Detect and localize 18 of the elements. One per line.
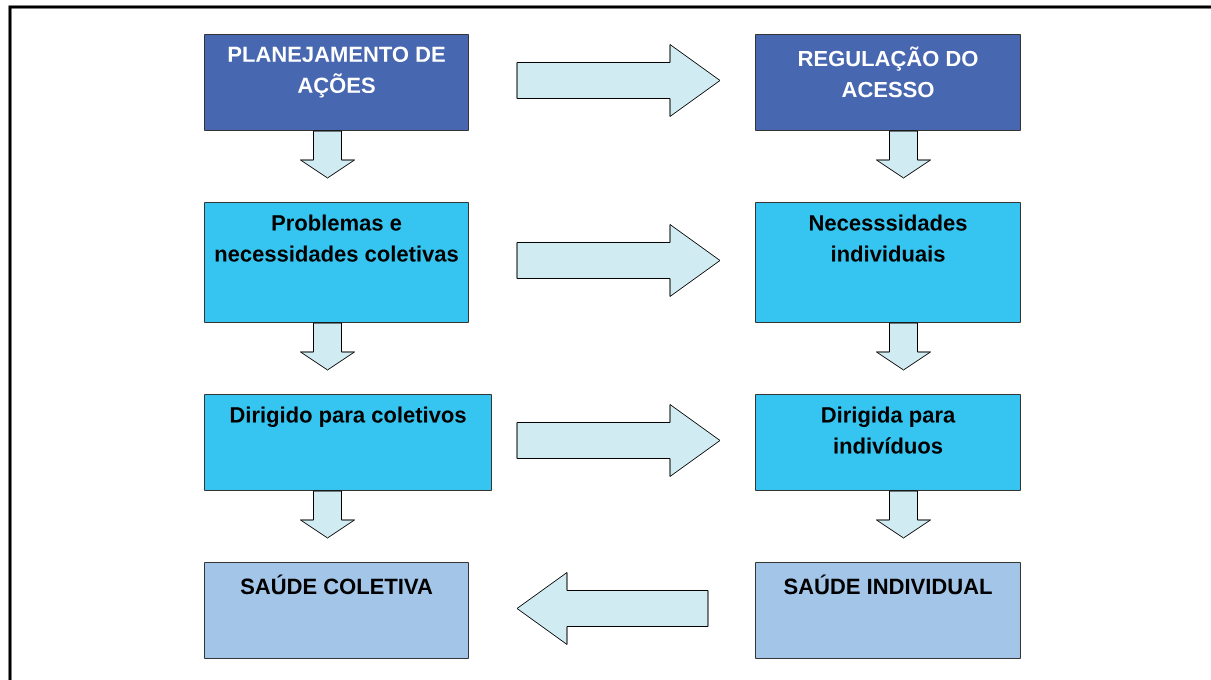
block-arrow xyxy=(516,44,721,117)
block-arrow xyxy=(516,572,709,645)
process-box: PLANEJAMENTO DE AÇÕES xyxy=(204,34,469,131)
block-arrow xyxy=(876,490,931,539)
process-box: Dirigida para indivíduos xyxy=(755,394,1021,491)
process-box: Dirigido para coletivos xyxy=(204,394,492,491)
block-arrow xyxy=(300,130,355,179)
process-box: Problemas e necessidades coletivas xyxy=(204,202,469,323)
block-arrow xyxy=(300,322,355,371)
block-arrow xyxy=(516,404,721,477)
process-box: SAÚDE COLETIVA xyxy=(204,562,469,659)
block-arrow xyxy=(876,322,931,371)
block-arrow xyxy=(876,130,931,179)
process-box: REGULAÇÃO DO ACESSO xyxy=(755,34,1021,131)
process-box: Necesssidades individuais xyxy=(755,202,1021,323)
block-arrow xyxy=(516,224,721,297)
block-arrow xyxy=(300,490,355,539)
process-box: SAÚDE INDIVIDUAL xyxy=(755,562,1021,659)
